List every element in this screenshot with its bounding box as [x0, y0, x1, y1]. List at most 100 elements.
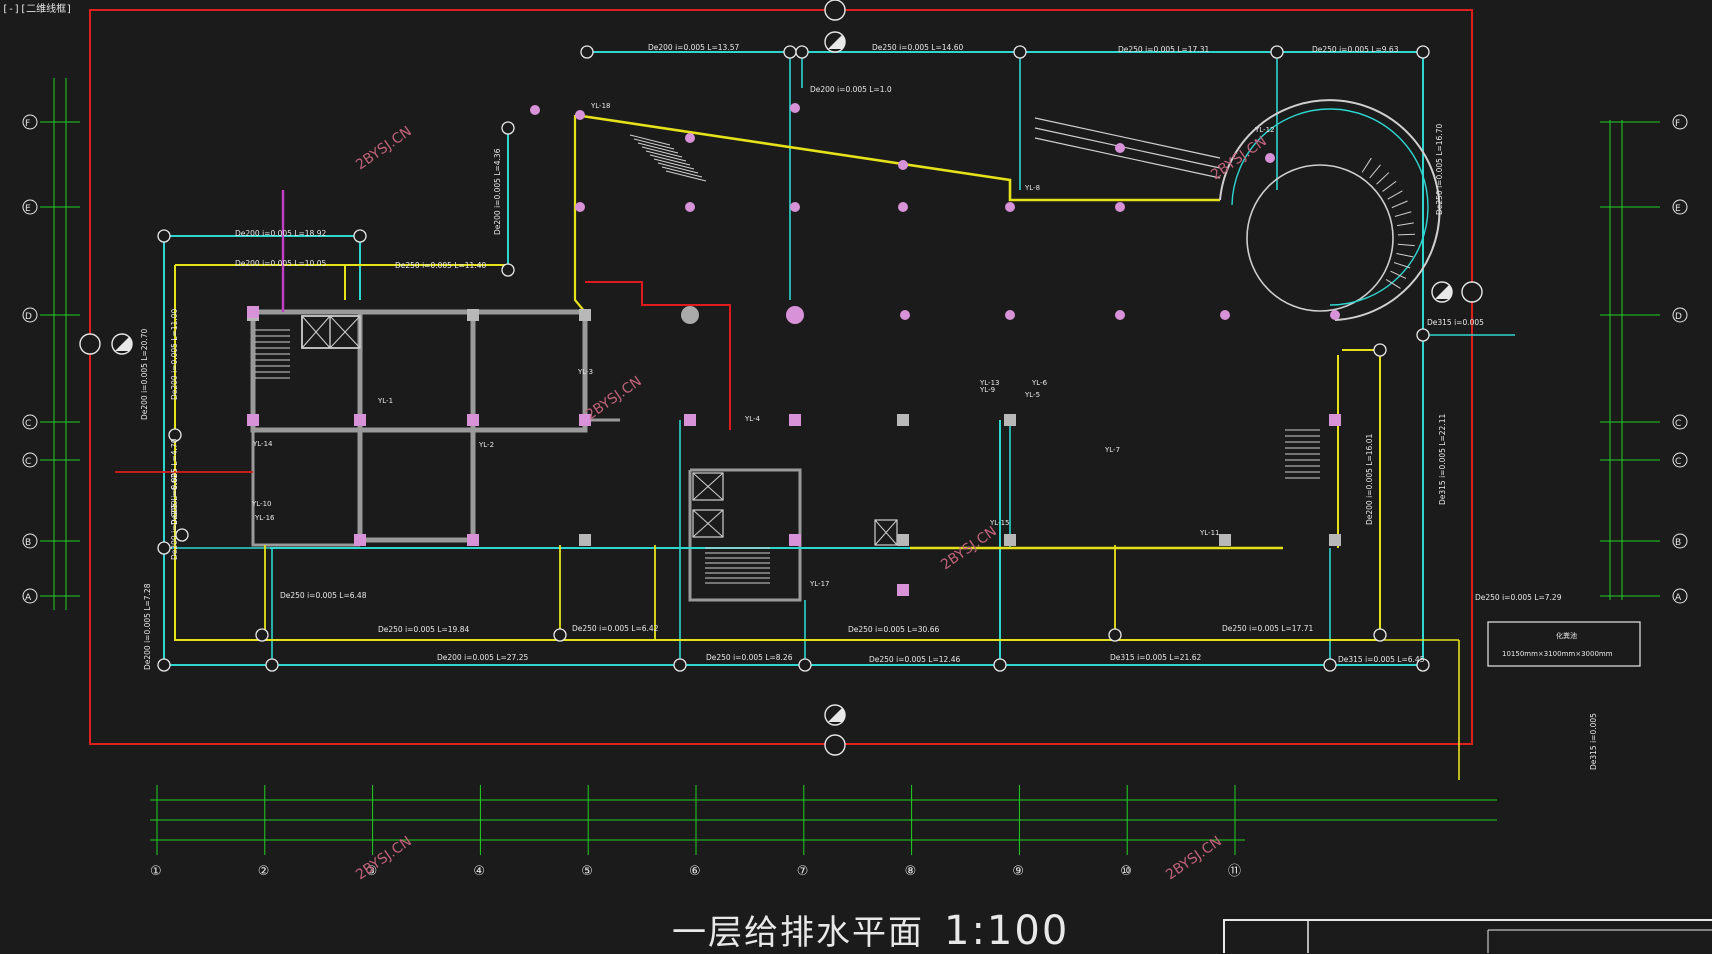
grid-row-label: A [25, 593, 32, 603]
section-marker [115, 337, 132, 351]
drainage-pipe [163, 51, 1424, 666]
inspection-well [1323, 658, 1337, 672]
stair-tread [1394, 211, 1412, 217]
grid-row-label: C [1675, 457, 1681, 467]
column-node [681, 306, 699, 324]
elevator-shaft [692, 509, 724, 538]
stair-tread [1397, 243, 1415, 247]
septic-tank-size: 10150mm×3100mm×3000mm [1502, 650, 1613, 658]
viewport-menu-label[interactable]: [-][二维线框] [2, 4, 73, 15]
inspection-well [1416, 45, 1430, 59]
grid-row-label: B [1675, 538, 1681, 548]
column-square [1219, 534, 1231, 546]
inspection-well [673, 658, 687, 672]
inspection-well [1373, 628, 1387, 642]
section-marker [1435, 285, 1452, 299]
pipe-label: De315 i=0.005 [1427, 318, 1484, 327]
pipe-label: De315 i=0.005 L=21.62 [1110, 653, 1201, 662]
grid-row-label: D [1675, 312, 1682, 322]
column-square-vent [247, 414, 259, 426]
ramp-line [1034, 137, 1221, 179]
column-square-vent [579, 414, 591, 426]
column-node [575, 202, 585, 212]
inspection-well [1373, 343, 1387, 357]
grid-column-label: ② [258, 864, 270, 879]
grid-row-label: D [25, 312, 32, 322]
stair-tread [1387, 190, 1403, 200]
section-marker [1461, 281, 1483, 303]
stair-tread [637, 142, 679, 154]
grid-row-bubble [22, 114, 38, 130]
elevator-shaft [329, 315, 361, 349]
column-node [900, 310, 910, 320]
inspection-well [353, 229, 367, 243]
section-marker [824, 734, 846, 756]
column-square [579, 534, 591, 546]
supply-pipe [574, 113, 1220, 202]
inspection-well [795, 45, 809, 59]
grid-row-bubble [1672, 199, 1688, 215]
stair-tread [661, 166, 703, 178]
grid-row-bubble [22, 414, 38, 430]
column-node [1005, 310, 1015, 320]
grid-row-bubble [1672, 114, 1688, 130]
inspection-well [168, 428, 182, 442]
column-node [1265, 153, 1275, 163]
pipe-label: De200 i=0.005 L=20.70 [140, 329, 149, 420]
stair-tread [653, 158, 695, 170]
column-node [685, 202, 695, 212]
riser-label: YL-6 [1031, 379, 1048, 387]
stair-tread [629, 134, 671, 146]
drawing-title-name: 一层给排水平面 [672, 913, 924, 953]
column-square-vent [247, 306, 259, 318]
rotunda-circle [1246, 164, 1394, 312]
elevator-shaft [692, 472, 724, 501]
wall-stair [251, 312, 360, 547]
pipe-label: De200 i=0.005 L=27.25 [437, 653, 528, 662]
riser-label: YL-9 [979, 386, 995, 394]
grid-column-label: ⑩ [1120, 864, 1132, 879]
column-square [897, 534, 909, 546]
pipe-label: De200 i=0.005 L=1.0 [810, 85, 892, 94]
stair-tread [1390, 270, 1407, 279]
stair-tread [1382, 180, 1397, 192]
column-square [467, 309, 479, 321]
column-node [898, 202, 908, 212]
pipe-label: De250 i=0.005 L=17.31 [1118, 45, 1209, 54]
grid-row-bubble [1672, 452, 1688, 468]
stair-tread [665, 170, 707, 182]
stair-tread [1361, 157, 1372, 173]
column-square-vent [354, 414, 366, 426]
grid-row-label: F [25, 119, 30, 129]
stair-tread [657, 162, 699, 174]
watermark: 2BYSJ.CN [353, 833, 415, 883]
inspection-well [157, 658, 171, 672]
elevator-shaft [874, 519, 898, 546]
riser-label: YL-13 [979, 379, 1000, 387]
grid-row-label: E [25, 204, 31, 214]
grid-column-label: ⑤ [581, 864, 593, 879]
drawing-frame [89, 9, 1473, 745]
grid-column-label: ⑪ [1228, 864, 1241, 879]
inspection-well [1416, 658, 1430, 672]
septic-tank [1487, 621, 1641, 667]
inspection-well [157, 229, 171, 243]
pipe-label: De250 i=0.005 L=6.48 [280, 591, 367, 600]
grid-row-bubble [1672, 414, 1688, 430]
riser-label: YL-3 [577, 368, 593, 376]
pipe-label: De315 i=0.005 [1589, 713, 1598, 770]
elevator-box [301, 315, 361, 349]
elevator-shaft [692, 509, 724, 538]
pipe-label: De200 i=0.005 L=11.00 [170, 309, 179, 400]
column-square [1004, 534, 1016, 546]
grid-row-bubble [22, 452, 38, 468]
stair-tread [649, 154, 691, 166]
elevator-shaft [329, 315, 361, 349]
column-square-vent [354, 534, 366, 546]
pipe-label: De250 i=0.005 L=9.63 [1312, 45, 1399, 54]
septic-tank-label: 化粪池 [1556, 631, 1577, 640]
section-marker [79, 333, 101, 355]
stair-tread [1397, 233, 1415, 236]
column-node [790, 103, 800, 113]
